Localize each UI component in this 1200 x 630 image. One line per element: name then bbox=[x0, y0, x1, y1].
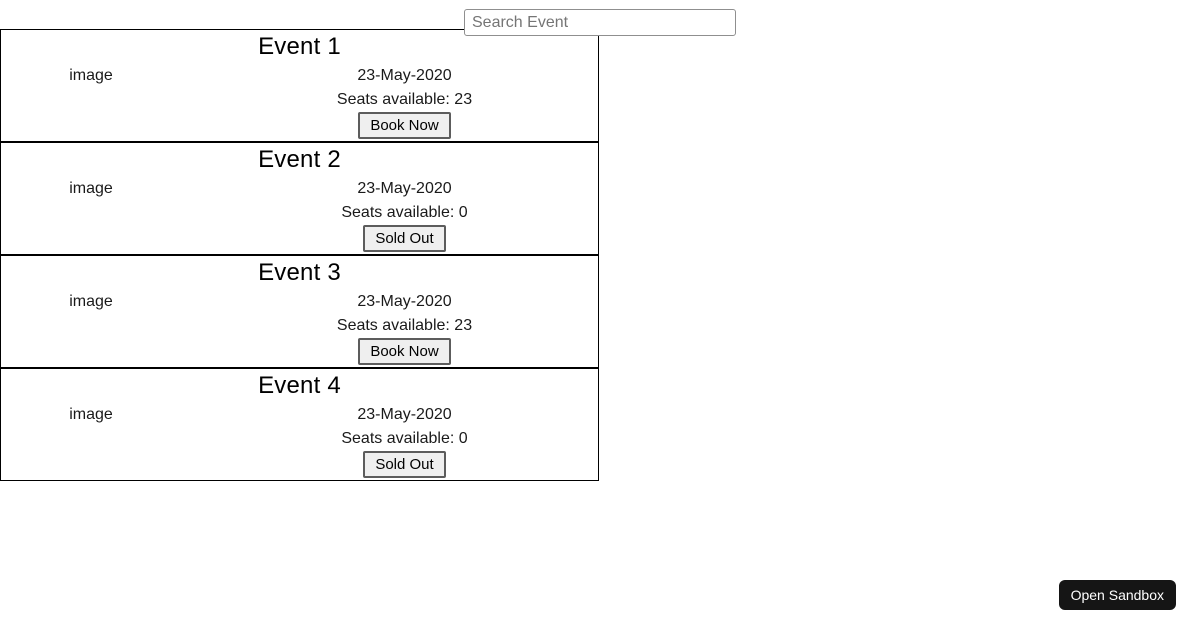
event-date: 23-May-2020 bbox=[357, 67, 452, 84]
event-body: image 23-May-2020 Seats available: 23 Bo… bbox=[1, 289, 598, 365]
event-date: 23-May-2020 bbox=[357, 180, 452, 197]
search-input[interactable] bbox=[464, 9, 736, 36]
event-title: Event 4 bbox=[258, 372, 341, 399]
event-card: Event 3 image 23-May-2020 Seats availabl… bbox=[0, 255, 599, 368]
event-body: image 23-May-2020 Seats available: 0 Sol… bbox=[1, 402, 598, 478]
events-list: Event 1 image 23-May-2020 Seats availabl… bbox=[0, 29, 599, 481]
event-date: 23-May-2020 bbox=[357, 406, 452, 423]
event-title: Event 3 bbox=[258, 259, 341, 286]
event-details: 23-May-2020 Seats available: 0 Sold Out bbox=[181, 402, 598, 478]
event-seats: Seats available: 0 bbox=[341, 430, 468, 447]
event-body: image 23-May-2020 Seats available: 0 Sol… bbox=[1, 176, 598, 252]
event-details: 23-May-2020 Seats available: 0 Sold Out bbox=[181, 176, 598, 252]
book-now-button[interactable]: Book Now bbox=[358, 112, 451, 139]
event-image-placeholder: image bbox=[69, 293, 113, 310]
search-bar bbox=[0, 0, 1200, 36]
event-body: image 23-May-2020 Seats available: 23 Bo… bbox=[1, 63, 598, 139]
sold-out-button[interactable]: Sold Out bbox=[363, 225, 446, 252]
book-now-button[interactable]: Book Now bbox=[358, 338, 451, 365]
event-details: 23-May-2020 Seats available: 23 Book Now bbox=[181, 289, 598, 365]
event-date: 23-May-2020 bbox=[357, 293, 452, 310]
event-details: 23-May-2020 Seats available: 23 Book Now bbox=[181, 63, 598, 139]
event-seats: Seats available: 23 bbox=[336, 91, 473, 108]
open-sandbox-button[interactable]: Open Sandbox bbox=[1058, 580, 1176, 610]
event-card: Event 2 image 23-May-2020 Seats availabl… bbox=[0, 142, 599, 255]
event-card: Event 4 image 23-May-2020 Seats availabl… bbox=[0, 368, 599, 481]
event-title: Event 2 bbox=[258, 146, 341, 173]
event-image-placeholder: image bbox=[69, 180, 113, 197]
event-card: Event 1 image 23-May-2020 Seats availabl… bbox=[0, 29, 599, 142]
sold-out-button[interactable]: Sold Out bbox=[363, 451, 446, 478]
event-seats: Seats available: 0 bbox=[341, 204, 468, 221]
event-image-placeholder: image bbox=[69, 406, 113, 423]
event-title: Event 1 bbox=[258, 33, 341, 60]
event-image-placeholder: image bbox=[69, 67, 113, 84]
event-seats: Seats available: 23 bbox=[336, 317, 473, 334]
